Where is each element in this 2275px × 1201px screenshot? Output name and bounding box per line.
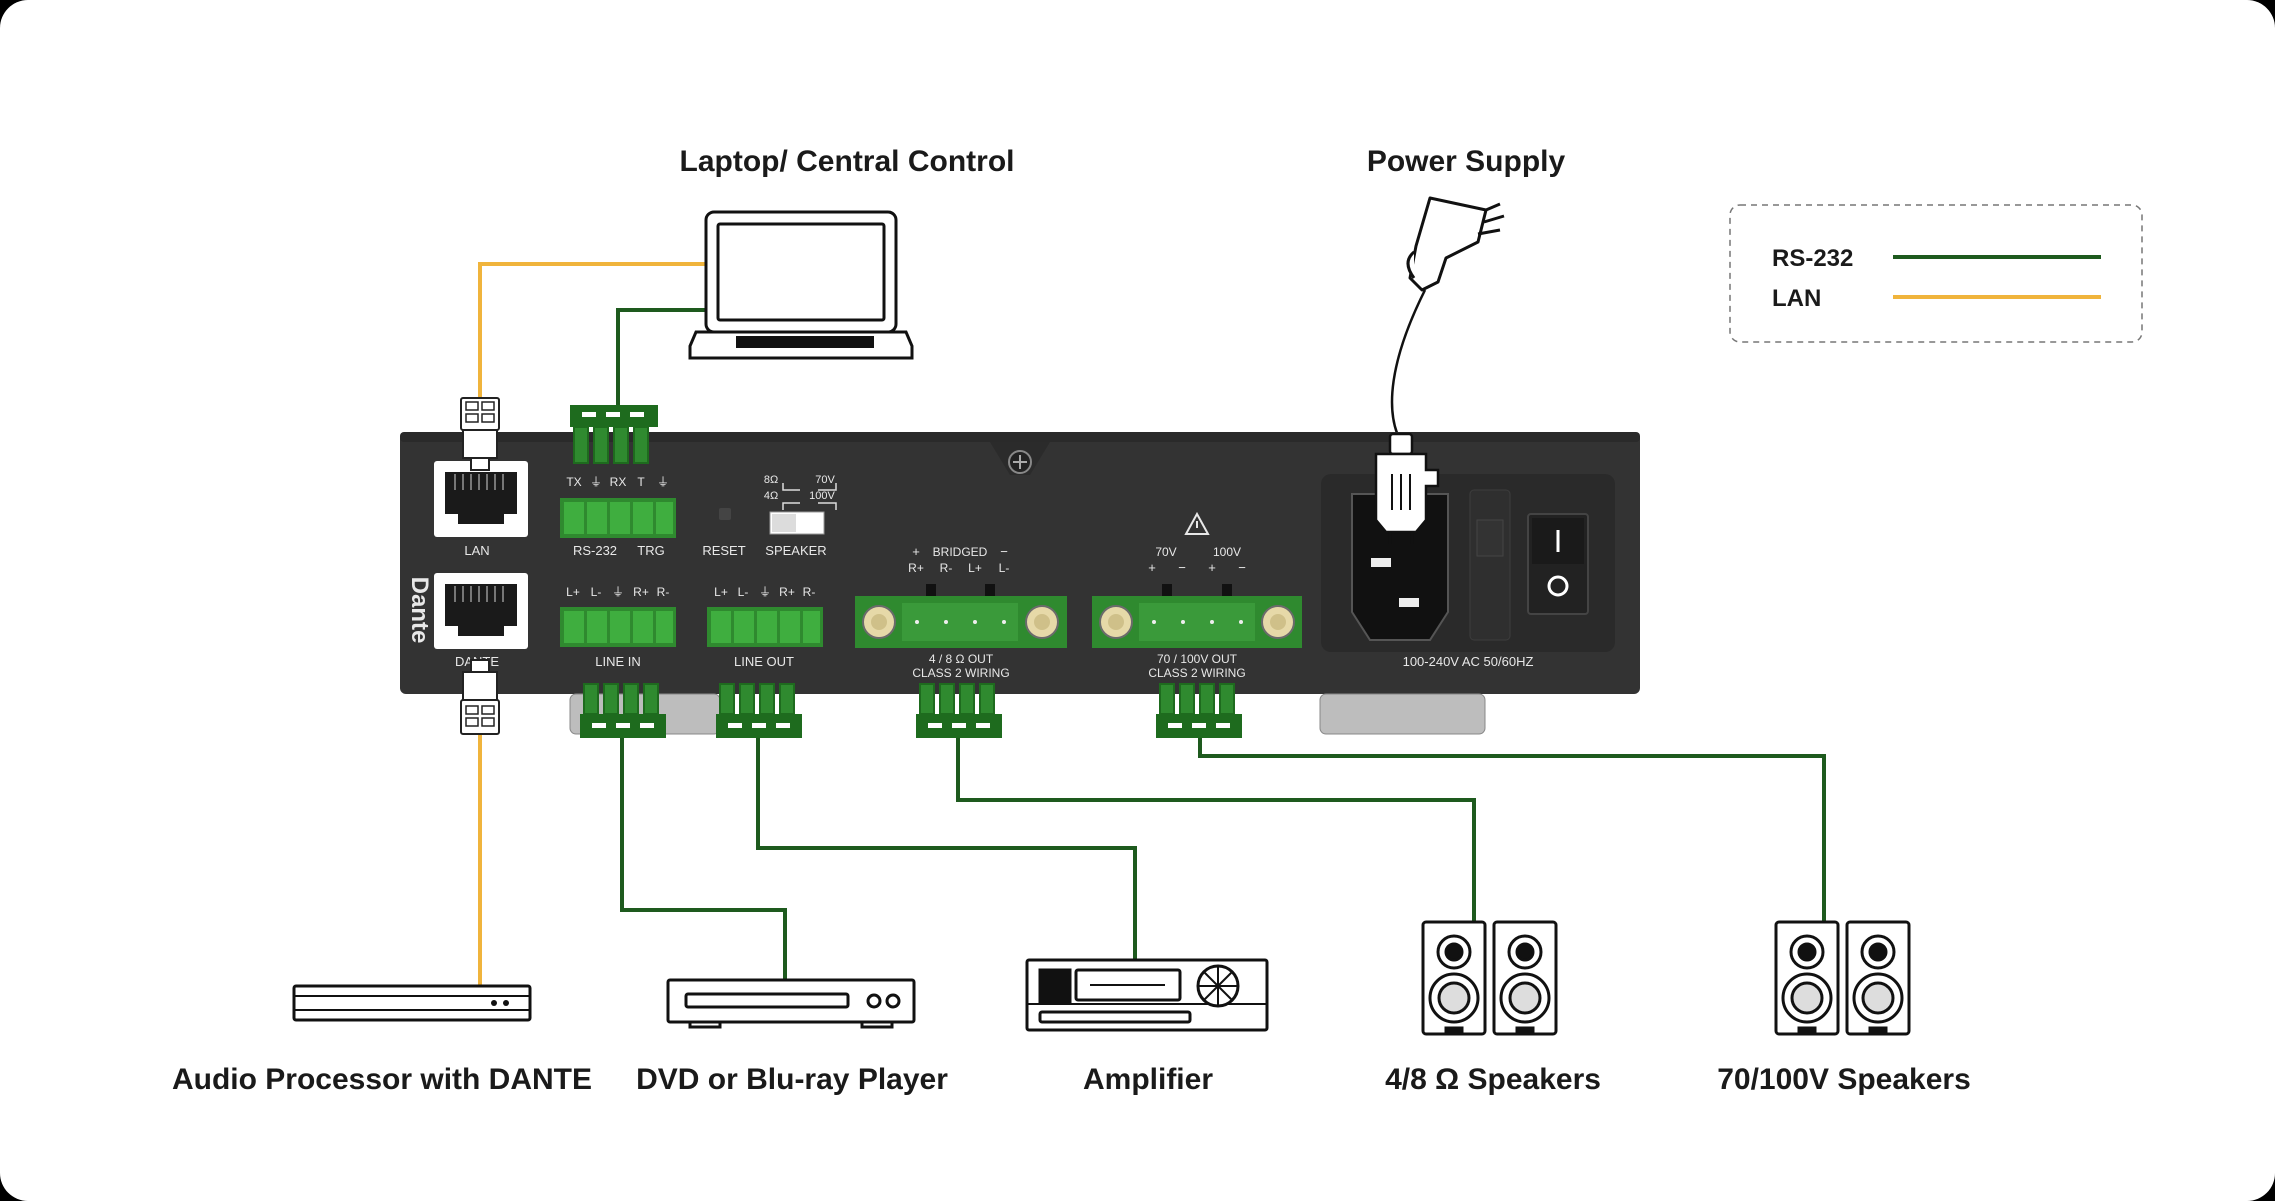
out48-pin-lminus: L- <box>999 561 1010 575</box>
rj45-plug-dante <box>460 659 500 735</box>
line-in-pin-rminus: R- <box>657 585 670 599</box>
lan-cable-laptop <box>478 262 706 398</box>
reset-button[interactable] <box>719 508 731 520</box>
speaker-cable-70 <box>1198 738 1826 922</box>
rj45-plug-lan <box>460 397 500 471</box>
line-out-pin-lplus: L+ <box>714 585 728 599</box>
line-in-pin-rplus: R+ <box>633 585 649 599</box>
laptop-label: Laptop/ Central Control <box>680 145 1015 178</box>
speakers-48-icon <box>1421 920 1558 1036</box>
amplifier-label: Amplifier <box>1083 1063 1213 1096</box>
out48-label-line2: CLASS 2 WIRING <box>912 666 1009 680</box>
speaker-switch-4ohm: 4Ω <box>764 490 778 502</box>
line-in-pin-lplus: L+ <box>566 585 580 599</box>
plug-line-in <box>580 683 666 738</box>
lan-port[interactable] <box>434 461 528 537</box>
legend-lan-label: LAN <box>1772 285 1821 312</box>
plug-rs232 <box>570 405 658 464</box>
dvd-player-icon <box>666 978 916 1029</box>
legend-rs232-label: RS-232 <box>1772 245 1853 272</box>
rs232-port-label: RS-232 <box>573 543 617 558</box>
power-rating-label: 100-240V AC 50/60HZ <box>1403 654 1534 669</box>
rs232-terminal-block: TX ⏚ RX T ⏚ <box>560 475 676 538</box>
out70-label-70v: 70V <box>1155 545 1176 559</box>
plug-out48 <box>916 683 1002 738</box>
iec-power-plug <box>1374 432 1440 544</box>
line-out-terminal-block: L+ L- ⏚ R+ R- <box>707 585 823 647</box>
speaker-switch-8ohm: 8Ω <box>764 474 778 486</box>
rs232-cable-laptop <box>616 308 706 408</box>
out70-label-100v: 100V <box>1213 545 1241 559</box>
legend-box <box>1729 204 2143 343</box>
power-inlet-module <box>1321 474 1615 652</box>
out70-pin-minus2: − <box>1238 560 1246 575</box>
out48-terminal-block <box>855 584 1067 648</box>
line-in-pin-gnd: ⏚ <box>612 585 624 599</box>
line-in-label: LINE IN <box>595 654 641 669</box>
line-out-pin-rplus: R+ <box>779 585 795 599</box>
out48-pin-rplus: R+ <box>908 561 924 575</box>
power-supply-label: Power Supply <box>1367 145 1566 178</box>
panel-top-edge <box>400 432 1640 442</box>
rs232-pin-t: T <box>637 475 645 489</box>
out70-terminal-block <box>1092 584 1302 648</box>
bridged-plus: + <box>912 544 920 559</box>
plug-line-out <box>716 683 802 738</box>
line-out-pin-lminus: L- <box>738 585 749 599</box>
line-out-label: LINE OUT <box>734 654 794 669</box>
rs232-pin-rx: RX <box>610 475 627 489</box>
speaker-cable-48 <box>956 738 1476 922</box>
line-out-pin-rminus: R- <box>803 585 816 599</box>
audio-processor-label: Audio Processor with DANTE <box>172 1063 592 1096</box>
dante-port[interactable] <box>434 573 528 649</box>
out48-label-line1: 4 / 8 Ω OUT <box>929 652 994 666</box>
panel-screw <box>990 442 1050 475</box>
iec-power-inlet[interactable] <box>1351 493 1449 641</box>
out70-pin-plus1: + <box>1148 560 1156 575</box>
lan-port-label: LAN <box>464 543 489 558</box>
out48-pin-rminus: R- <box>940 561 953 575</box>
out70-pin-plus2: + <box>1208 560 1216 575</box>
line-in-pin-lminus: L- <box>591 585 602 599</box>
audio-cable-dvd <box>620 738 787 980</box>
out70-pin-minus1: − <box>1178 560 1186 575</box>
speaker-switch-label: SPEAKER <box>765 543 826 558</box>
rs232-pin-gnd2: ⏚ <box>657 475 669 489</box>
rs232-pin-gnd1: ⏚ <box>590 475 602 489</box>
out70-label-line1: 70 / 100V OUT <box>1157 652 1238 666</box>
rs232-pin-tx: TX <box>566 475 581 489</box>
bridged-minus: − <box>1000 544 1008 559</box>
laptop-icon <box>688 210 914 360</box>
device-rear-panel: LAN DANTE Dante TX ⏚ RX T ⏚ RS-232 TRG R… <box>400 432 1640 735</box>
speakers-48-label: 4/8 Ω Speakers <box>1385 1063 1601 1096</box>
speaker-switch-70v: 70V <box>815 474 835 486</box>
wall-plug-icon <box>1406 196 1505 292</box>
cables <box>478 262 1826 985</box>
dante-logo: Dante <box>406 577 433 644</box>
line-out-pin-gnd: ⏚ <box>759 585 771 599</box>
speakers-70-icon <box>1774 920 1911 1036</box>
speaker-switch-100v: 100V <box>809 490 835 502</box>
speakers-70-label: 70/100V Speakers <box>1717 1063 1971 1096</box>
reset-label: RESET <box>702 543 745 558</box>
amplifier-icon <box>1025 958 1269 1032</box>
warning-icon <box>1184 511 1210 535</box>
out48-pin-lplus: L+ <box>968 561 982 575</box>
bridged-label: BRIDGED <box>933 545 988 559</box>
dvd-player-label: DVD or Blu-ray Player <box>636 1063 948 1096</box>
line-in-terminal-block: L+ L- ⏚ R+ R- <box>560 585 676 647</box>
out70-label-line2: CLASS 2 WIRING <box>1148 666 1245 680</box>
audio-processor-icon <box>292 984 532 1022</box>
plug-out70 <box>1156 683 1242 738</box>
speaker-mode-switch[interactable] <box>769 483 837 535</box>
panel-foot-right <box>1319 693 1486 735</box>
trg-port-label: TRG <box>637 543 664 558</box>
legend: RS-232 LAN <box>1729 204 2143 343</box>
power-cord <box>1390 289 1427 441</box>
audio-cable-amplifier <box>756 738 1137 960</box>
